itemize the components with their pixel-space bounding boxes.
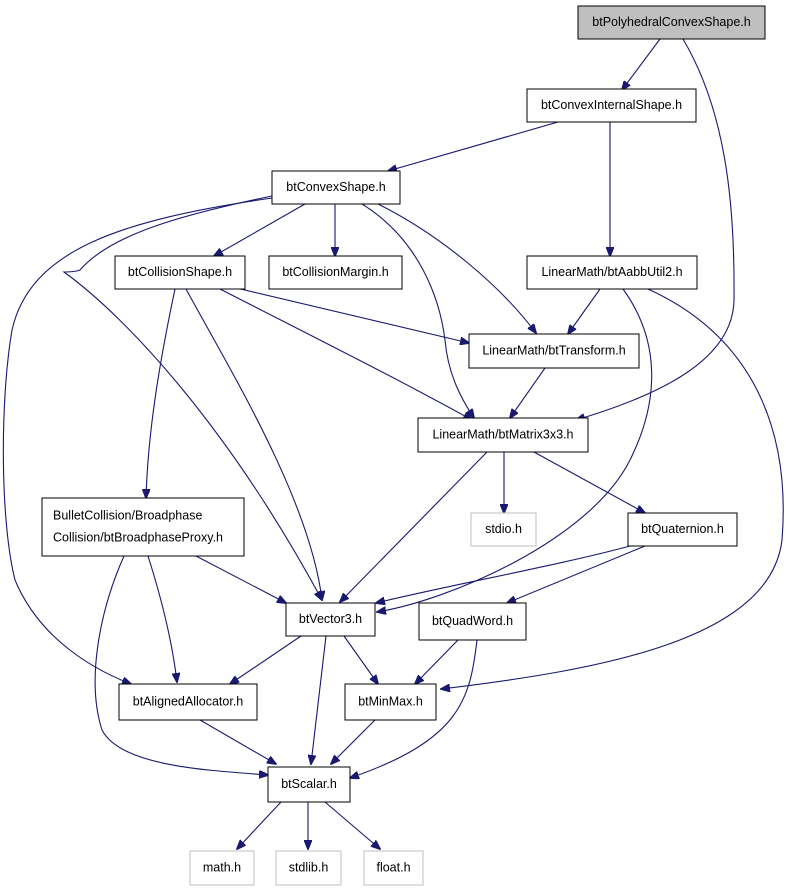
node-label: stdio.h — [485, 522, 522, 536]
node-stdio[interactable]: stdio.h — [470, 512, 537, 547]
edge-convexshape-to-matrix3x3 — [361, 203, 474, 418]
edge-broadphaseproxy-to-alignedallocator — [147, 555, 177, 682]
edge-polyhedral-to-matrix3x3 — [576, 38, 735, 420]
edge-collisionshape-to-matrix3x3 — [219, 288, 472, 420]
node-label: btVector3.h — [299, 612, 362, 626]
edge-convexshape-to-vector3 — [62, 195, 322, 600]
edge-aabbutil2-to-minmax — [441, 288, 784, 689]
node-label: LinearMath/btAabbUtil2.h — [541, 265, 682, 279]
edge-collisionshape-to-vector3 — [185, 288, 322, 600]
edge-broadphaseproxy-to-scalar — [94, 555, 268, 775]
edge-convexinternal-to-convexshape — [388, 121, 559, 171]
node-label: btMinMax.h — [358, 694, 423, 708]
node-btminmax[interactable]: btMinMax.h — [344, 683, 437, 721]
edge-scalar-to-math — [237, 801, 282, 849]
edge-broadphaseproxy-to-vector3 — [195, 555, 286, 603]
node-btalignedallocator[interactable]: btAlignedAllocator.h — [118, 683, 258, 721]
node-label: float.h — [376, 860, 410, 874]
edge-quadword-to-minmax — [415, 639, 459, 684]
node-label: btQuaternion.h — [641, 522, 724, 536]
node-stdlib[interactable]: stdlib.h — [275, 850, 342, 886]
node-label: btQuadWord.h — [432, 614, 513, 628]
edge-convexshape-to-alignedallocator — [2, 197, 273, 684]
node-float[interactable]: float.h — [363, 850, 424, 886]
edge-convexshape-to-transform — [377, 203, 536, 333]
node-label: btPolyhedralConvexShape.h — [592, 15, 750, 29]
edge-vector3-to-minmax — [343, 635, 378, 684]
edge-quadword-to-scalar — [350, 639, 478, 778]
node-bttransform[interactable]: LinearMath/btTransform.h — [468, 333, 640, 369]
node-label: btScalar.h — [281, 777, 337, 791]
node-math[interactable]: math.h — [189, 850, 255, 886]
node-label-line2: Collision/btBroadphaseProxy.h — [53, 530, 223, 544]
node-btcollisionmargin[interactable]: btCollisionMargin.h — [268, 255, 403, 290]
node-label-line1: BulletCollision/Broadphase — [53, 508, 202, 522]
node-btbroadphaseproxy[interactable]: BulletCollision/Broadphase Collision/btB… — [41, 497, 245, 557]
node-label: math.h — [203, 860, 241, 874]
edge-aabbutil2-to-vector3 — [377, 288, 653, 612]
edge-alignedallocator-to-scalar — [199, 719, 276, 764]
node-label: btCollisionMargin.h — [282, 265, 388, 279]
edge-polyhedral-to-convexinternal — [622, 38, 661, 90]
edge-transform-to-matrix3x3 — [510, 367, 546, 418]
node-btpolyhedralconvexshape[interactable]: btPolyhedralConvexShape.h — [577, 5, 766, 40]
node-label: LinearMath/btMatrix3x3.h — [432, 427, 573, 441]
node-label: btConvexShape.h — [286, 180, 385, 194]
edge-scalar-to-float — [324, 801, 380, 849]
node-btmatrix3x3[interactable]: LinearMath/btMatrix3x3.h — [417, 417, 589, 453]
node-btconvexinternalshape[interactable]: btConvexInternalShape.h — [526, 88, 697, 123]
node-label: stdlib.h — [289, 860, 329, 874]
node-label: btCollisionShape.h — [128, 265, 232, 279]
edge-matrix3x3-to-quaternion — [533, 451, 645, 513]
edges — [2, 38, 784, 849]
node-label: btConvexInternalShape.h — [541, 98, 682, 112]
edge-collisionshape-to-transform — [231, 286, 469, 343]
edge-quaternion-to-vector3 — [376, 545, 631, 603]
edge-vector3-to-scalar — [311, 635, 327, 764]
node-btquaternion[interactable]: btQuaternion.h — [627, 512, 738, 547]
node-btquadword[interactable]: btQuadWord.h — [418, 602, 527, 641]
edge-quaternion-to-quadword — [507, 545, 646, 603]
edge-collisionshape-to-broadphaseproxy — [146, 288, 176, 498]
node-btconvexshape[interactable]: btConvexShape.h — [271, 170, 401, 205]
node-btscalar[interactable]: btScalar.h — [267, 766, 351, 803]
edge-convexshape-to-collisionshape — [214, 203, 306, 256]
node-btcollisionshape[interactable]: btCollisionShape.h — [114, 255, 246, 290]
node-label: LinearMath/btTransform.h — [482, 343, 625, 357]
node-btvector3[interactable]: btVector3.h — [285, 602, 376, 637]
node-label: btAlignedAllocator.h — [133, 694, 244, 708]
node-btaabbutil2[interactable]: LinearMath/btAabbUtil2.h — [526, 255, 698, 290]
edge-aabbutil2-to-transform — [568, 288, 601, 334]
edge-minmax-to-scalar — [331, 719, 376, 764]
edge-matrix3x3-to-vector3 — [340, 451, 488, 602]
edge-vector3-to-alignedallocator — [230, 635, 302, 684]
